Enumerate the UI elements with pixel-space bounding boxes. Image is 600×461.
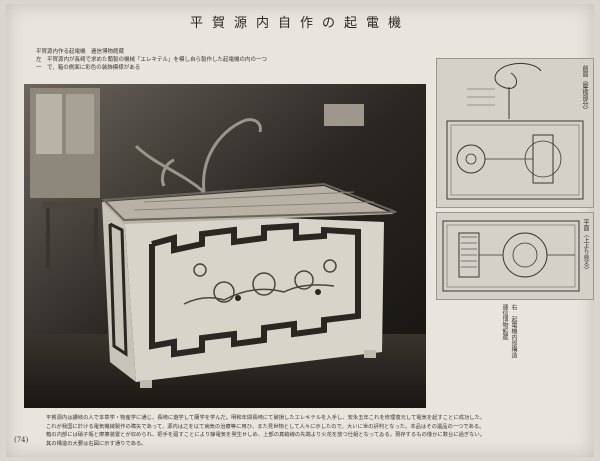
diagram-caption: 右 起電機内部構造 逓信博物館蔵 [500, 304, 518, 358]
diagram-caption-line: 逓信博物館蔵 [501, 304, 508, 340]
page-title: 平賀源内自作の起電機 [189, 16, 410, 31]
front-view-drawing [446, 62, 584, 200]
caption-line: 一 で、箱の側面に彩色の装飾模様がある [36, 65, 141, 71]
diagram-caption-line: 右 起電機内部構造 [510, 304, 517, 358]
plan-view-diagram: 平面（上より見る） [436, 212, 594, 300]
page: 平賀源内自作の起電機 平賀源内作る起電機 逓信博物館蔵 左 平賀源内が長崎で求め… [6, 4, 594, 457]
body-line: これが我国に於ける電気機械製作の嚆矢であって、源内は之を以て病気の治療等に用ひ、… [46, 423, 485, 430]
body-line: 其の構造の大要は右図に示す通りである。 [46, 440, 147, 447]
front-view-label: 前面（摩擦部分） [581, 65, 588, 113]
photo-caption: 平賀源内作る起電機 逓信博物館蔵 左 平賀源内が長崎で求めた蘭製の機械「エレキテ… [36, 48, 416, 72]
plan-view-label: 平面（上より見る） [582, 219, 589, 273]
generator-photo [24, 84, 426, 408]
body-line: 箱の内部には硝子瓶と摩擦装置とが収められ、把手を廻すことにより静電気を発生せしめ… [46, 432, 486, 439]
article-body: 平賀源内は讃岐の人で本草学・物産学に通じ、長崎に遊学して蘭学を学んだ。明和年間長… [46, 414, 592, 448]
caption-line: 平賀源内作る起電機 逓信博物館蔵 [36, 49, 125, 55]
page-number: (74) [14, 436, 29, 444]
plan-view-drawing [442, 220, 580, 292]
body-line: 平賀源内は讃岐の人で本草学・物産学に通じ、長崎に遊学して蘭学を学んだ。明和年間長… [46, 415, 486, 421]
generator-illustration [24, 84, 426, 408]
front-view-diagram: 前面（摩擦部分） [436, 58, 594, 208]
caption-line: 左 平賀源内が長崎で求めた蘭製の機械「エレキテル」を模し自ら製作した起電機の内の… [36, 57, 268, 63]
